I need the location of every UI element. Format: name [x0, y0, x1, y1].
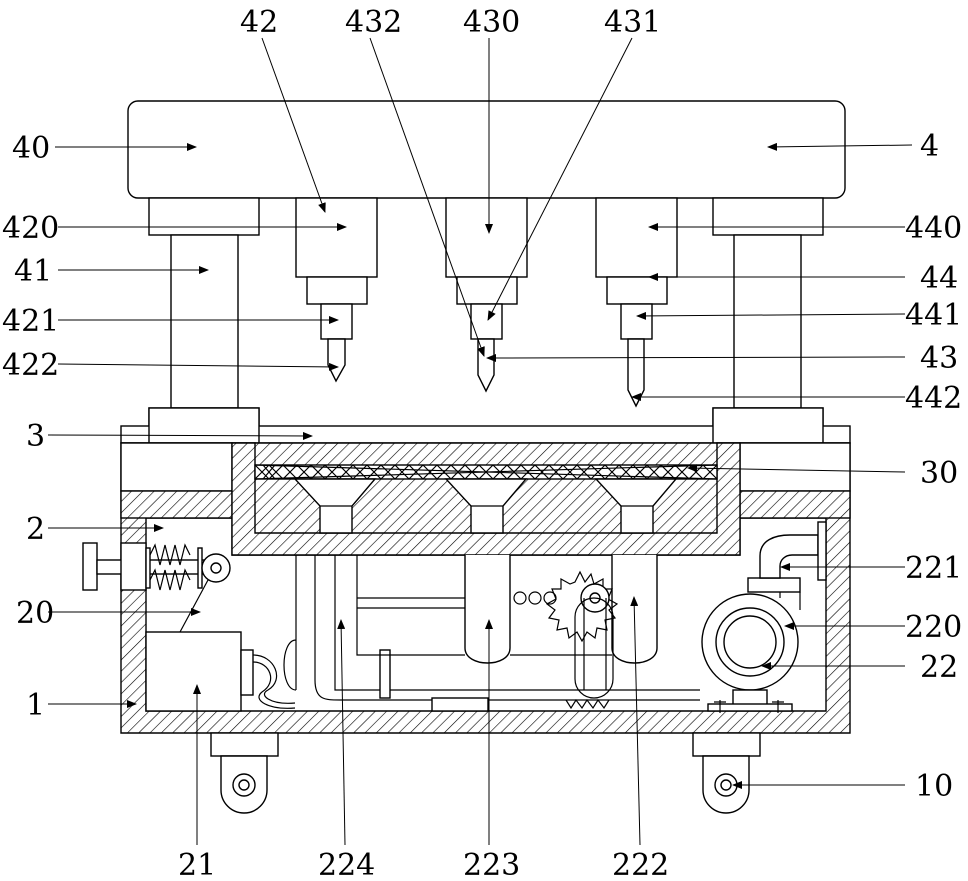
- label-224: 224: [318, 848, 375, 881]
- label-4: 4: [920, 129, 939, 164]
- label-221: 221: [905, 551, 962, 586]
- label-220: 220: [905, 610, 962, 645]
- label-422: 422: [2, 348, 59, 383]
- label-41: 41: [14, 254, 52, 289]
- clamp-assembly: [83, 543, 230, 632]
- label-3: 3: [26, 419, 45, 454]
- pipe-system: [315, 555, 700, 711]
- label-431: 431: [604, 5, 661, 40]
- tool-left: [296, 198, 377, 381]
- label-421: 421: [2, 304, 59, 339]
- label-442: 442: [905, 381, 962, 416]
- right-column: [713, 198, 823, 443]
- label-223: 223: [463, 848, 520, 881]
- label-20: 20: [16, 596, 54, 631]
- label-30: 30: [920, 456, 958, 491]
- label-44: 44: [920, 261, 958, 296]
- right-wheel: [693, 733, 760, 813]
- top-beam: [128, 101, 845, 198]
- label-432: 432: [345, 5, 402, 40]
- label-420: 420: [2, 211, 59, 246]
- left-wheel: [211, 733, 278, 813]
- label-2: 2: [26, 512, 45, 547]
- work-table: [121, 408, 850, 443]
- label-222: 222: [612, 848, 669, 881]
- label-430: 430: [463, 5, 520, 40]
- label-43: 43: [920, 341, 958, 376]
- label-10: 10: [915, 769, 953, 804]
- tool-center: [446, 198, 527, 391]
- label-40: 40: [12, 131, 50, 166]
- label-42: 42: [240, 5, 278, 40]
- label-441: 441: [905, 298, 962, 333]
- label-22: 22: [920, 650, 958, 685]
- label-21: 21: [178, 848, 216, 881]
- label-440: 440: [905, 211, 962, 246]
- tool-right: [596, 198, 677, 406]
- label-1: 1: [26, 688, 45, 723]
